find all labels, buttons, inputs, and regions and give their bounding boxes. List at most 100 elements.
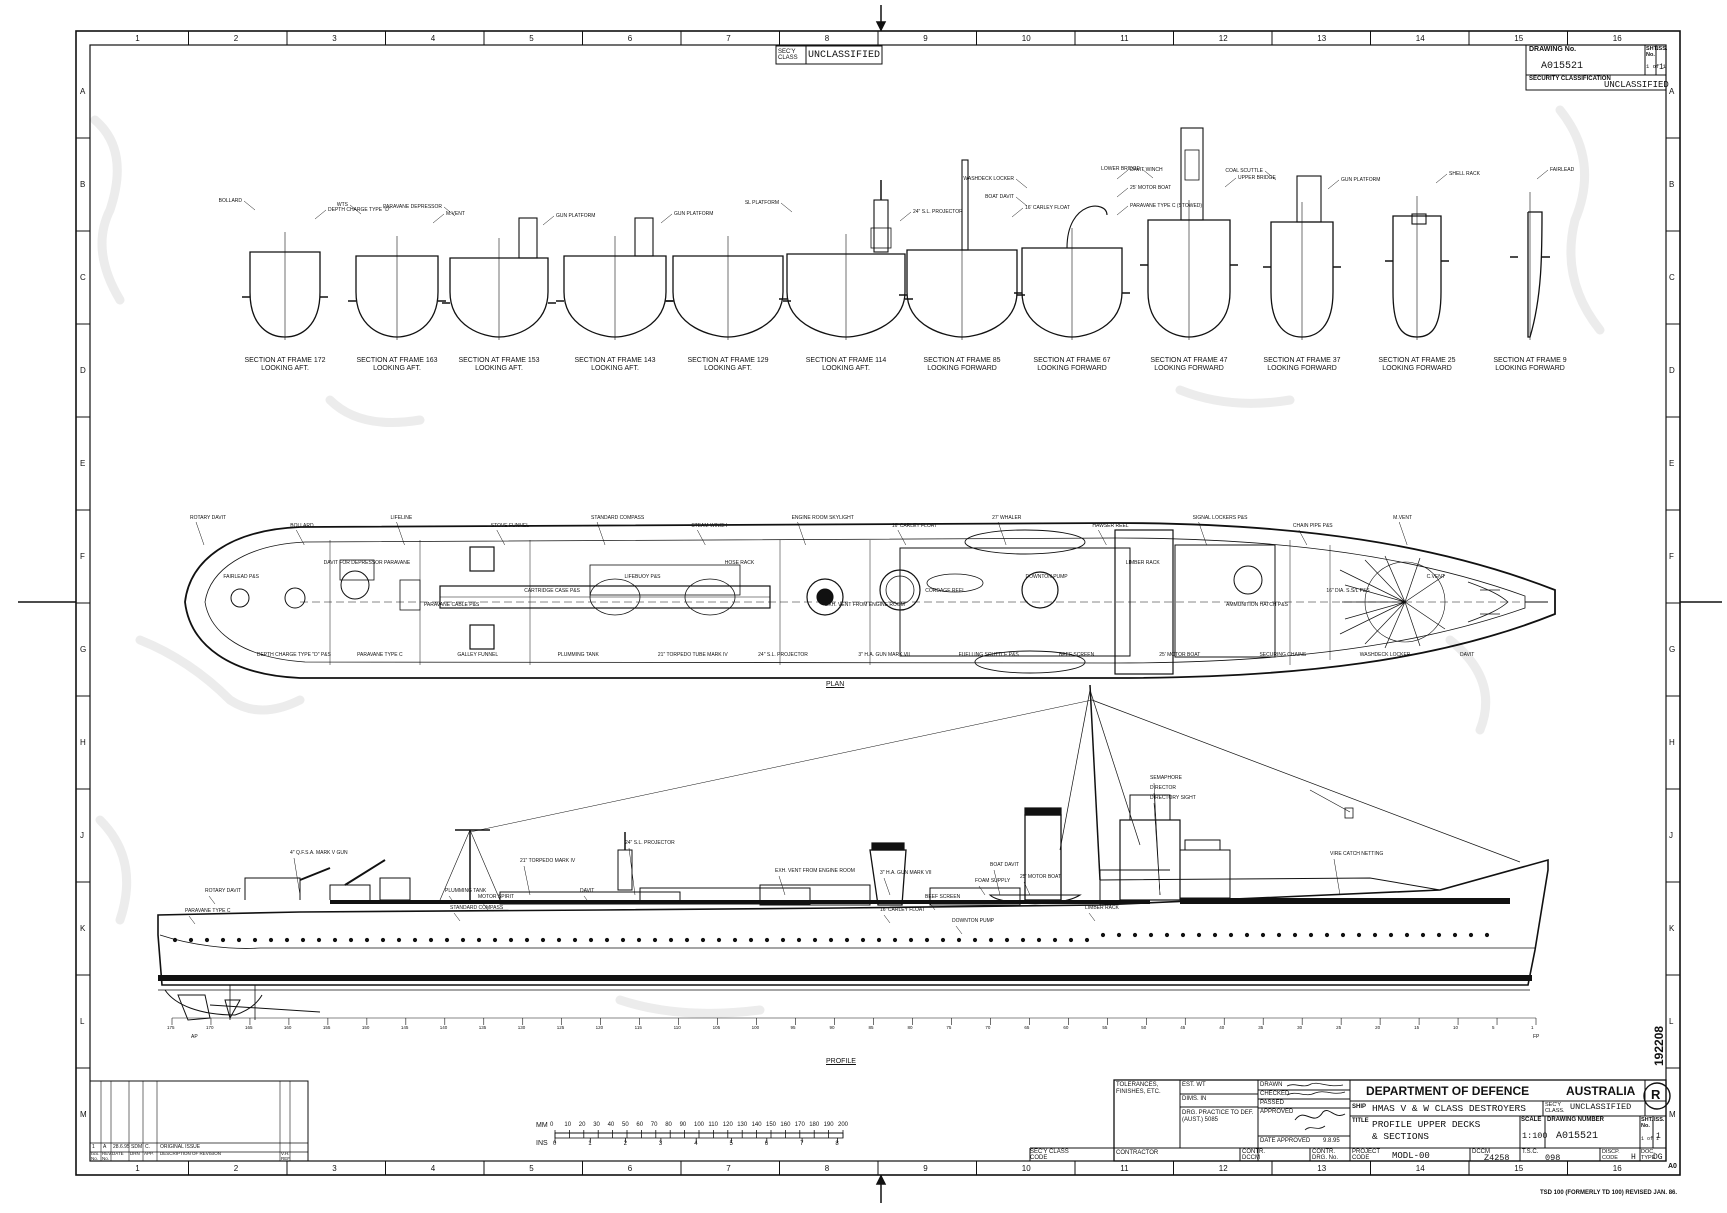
scale-mm-tick-label: 160 — [780, 1122, 791, 1128]
date-approved-value: 9.8.95 — [1323, 1138, 1340, 1144]
profile-view — [157, 684, 1549, 1021]
section-direction: LOOKING AFT. — [261, 365, 309, 372]
row-label-right: E — [1669, 458, 1675, 468]
scale-mm-tick-label: 120 — [722, 1122, 733, 1128]
row-label-left: C — [80, 272, 86, 282]
plan-callout: FAIRLEAD P&S — [223, 574, 259, 580]
plan-funnel-aft — [879, 569, 921, 611]
row-label-left: F — [80, 551, 85, 561]
frame-number: 25 — [1336, 1025, 1342, 1030]
grid-reference-ticks — [76, 31, 1680, 1175]
row-label-right: C — [1669, 272, 1675, 282]
row-label-right: J — [1669, 830, 1673, 840]
side-number: 192208 — [1652, 1025, 1666, 1066]
est-wt-label: EST. WT — [1182, 1082, 1206, 1088]
frame-number: 10 — [1453, 1025, 1459, 1030]
section-label: SECTION AT FRAME 114 — [805, 357, 887, 364]
profile-callout: 21" TORPEDO MARK IV — [520, 858, 576, 864]
profile-fore-deck — [1099, 877, 1441, 905]
plan-callout: WASHDECK LOCKER — [1359, 652, 1411, 658]
scale-mm-tick-label: 10 — [564, 1122, 572, 1128]
plan-motor-boat — [974, 650, 1086, 674]
section-callout: GUN PLATFORM — [1341, 177, 1381, 183]
section-frame-drawing — [556, 213, 674, 340]
row-label-right: M — [1669, 1109, 1676, 1119]
column-label-top: 6 — [627, 34, 633, 43]
frame-number: 85 — [868, 1025, 874, 1030]
plan-deckhouse — [899, 547, 1131, 657]
section-frame-drawing — [1014, 169, 1130, 340]
section-label: SECTION AT FRAME 85 — [923, 357, 1001, 364]
row-label-right: H — [1669, 737, 1675, 747]
sht-label: SHT. No. — [1641, 1117, 1653, 1129]
frame-number: 165 — [244, 1025, 253, 1030]
column-label-bottom: 1 — [135, 1164, 140, 1173]
issue-label: ISS. — [1657, 46, 1668, 52]
row-label-left: D — [80, 365, 86, 375]
frame-number: 170 — [205, 1025, 214, 1030]
scale-mm-tick-label: 190 — [823, 1122, 834, 1128]
scale-mm-tick-label: 140 — [751, 1122, 762, 1128]
frame-number: 5 — [1492, 1025, 1495, 1030]
plan-callout: STEAM WINCH — [691, 523, 727, 529]
section-label: SECTION AT FRAME 9 — [1493, 357, 1567, 364]
row-label-right: B — [1669, 179, 1675, 189]
section-callout: PARAVANE DEPRESSOR — [383, 204, 442, 210]
iss-label: ISS. — [1654, 1117, 1665, 1123]
revision-block-lines — [89, 1080, 309, 1162]
profile-callout: 25' MOTOR BOAT — [1020, 874, 1062, 880]
section-label: SECTION AT FRAME 172 — [244, 357, 326, 364]
section-frame-drawing — [348, 204, 446, 340]
profile-callout: 3" H.A. GUN MARK VII — [880, 870, 932, 876]
profile-callout: PLUMMING TANK — [445, 888, 487, 894]
profile-callout: PARAVANE TYPE C — [185, 908, 231, 914]
scale-mm-tick-label: 100 — [694, 1122, 705, 1128]
section-label: SECTION AT FRAME 129 — [687, 357, 769, 364]
profile-callout: MOTOR SPIRIT — [478, 894, 515, 900]
scale-mm-tick-label: 130 — [737, 1122, 748, 1128]
passed-label: PASSED — [1260, 1100, 1284, 1106]
plan-callout: LIFEBUOY P&S — [624, 574, 661, 580]
revision-header: V.H. REF — [281, 1151, 290, 1161]
column-label-bottom: 14 — [1415, 1164, 1425, 1173]
column-label-bottom: 5 — [529, 1164, 534, 1173]
plan-callout: CORDAGE REEL — [925, 588, 965, 594]
section-callout: GUN PLATFORM — [674, 211, 714, 217]
row-label-left: J — [80, 830, 84, 840]
section-direction: LOOKING FORWARD — [1267, 365, 1337, 372]
column-label-bottom: 6 — [627, 1164, 633, 1173]
drawn-label: DRAWN — [1260, 1082, 1283, 1088]
section-callout: GUN PLATFORM — [556, 213, 596, 219]
profile-callout: FOAM SUPPLY — [975, 878, 1011, 884]
scale-ins-tick-label: 4 — [694, 1141, 698, 1147]
department-title: DEPARTMENT OF DEFENCE — [1366, 1084, 1530, 1098]
frame-number: 160 — [283, 1025, 292, 1030]
section-callout: PARAVANE TYPE C (STOWED) — [1130, 203, 1203, 209]
scale-mm-tick-label: 0 — [550, 1122, 554, 1128]
section-frame-drawing — [1385, 173, 1449, 340]
row-label-left: G — [80, 644, 87, 654]
column-label-top: 1 — [135, 34, 140, 43]
frame-number: 175 — [167, 1025, 175, 1030]
profile-title: PROFILE — [826, 1058, 856, 1065]
section-direction: LOOKING AFT. — [591, 365, 639, 372]
scale-mm-tick-label: 170 — [794, 1122, 805, 1128]
column-label-top: 10 — [1021, 34, 1031, 43]
profile-callout: BOAT DAVIT — [990, 862, 1019, 868]
tolerances-label: TOLERANCES, FINISHES, ETC. — [1116, 1082, 1161, 1095]
plan-callout: GALLEY FUNNEL — [457, 652, 499, 658]
profile-stern-frames — [229, 985, 256, 1020]
profile-gun-2 — [329, 884, 371, 900]
profile-rudder — [177, 994, 211, 1021]
row-label-left: B — [80, 179, 86, 189]
scale-mm-tick-label: 30 — [593, 1122, 600, 1128]
frame-number: 30 — [1297, 1025, 1303, 1030]
column-label-top: 7 — [726, 34, 731, 43]
frame-number: 35 — [1258, 1025, 1264, 1030]
doc-type-label: DOC. TYPE — [1641, 1149, 1656, 1161]
plan-view — [184, 522, 1556, 679]
plan-callout: PARAVANE CABLE P&S — [423, 602, 480, 608]
plan-gun-3in — [806, 578, 844, 616]
column-label-top: 2 — [233, 34, 239, 43]
